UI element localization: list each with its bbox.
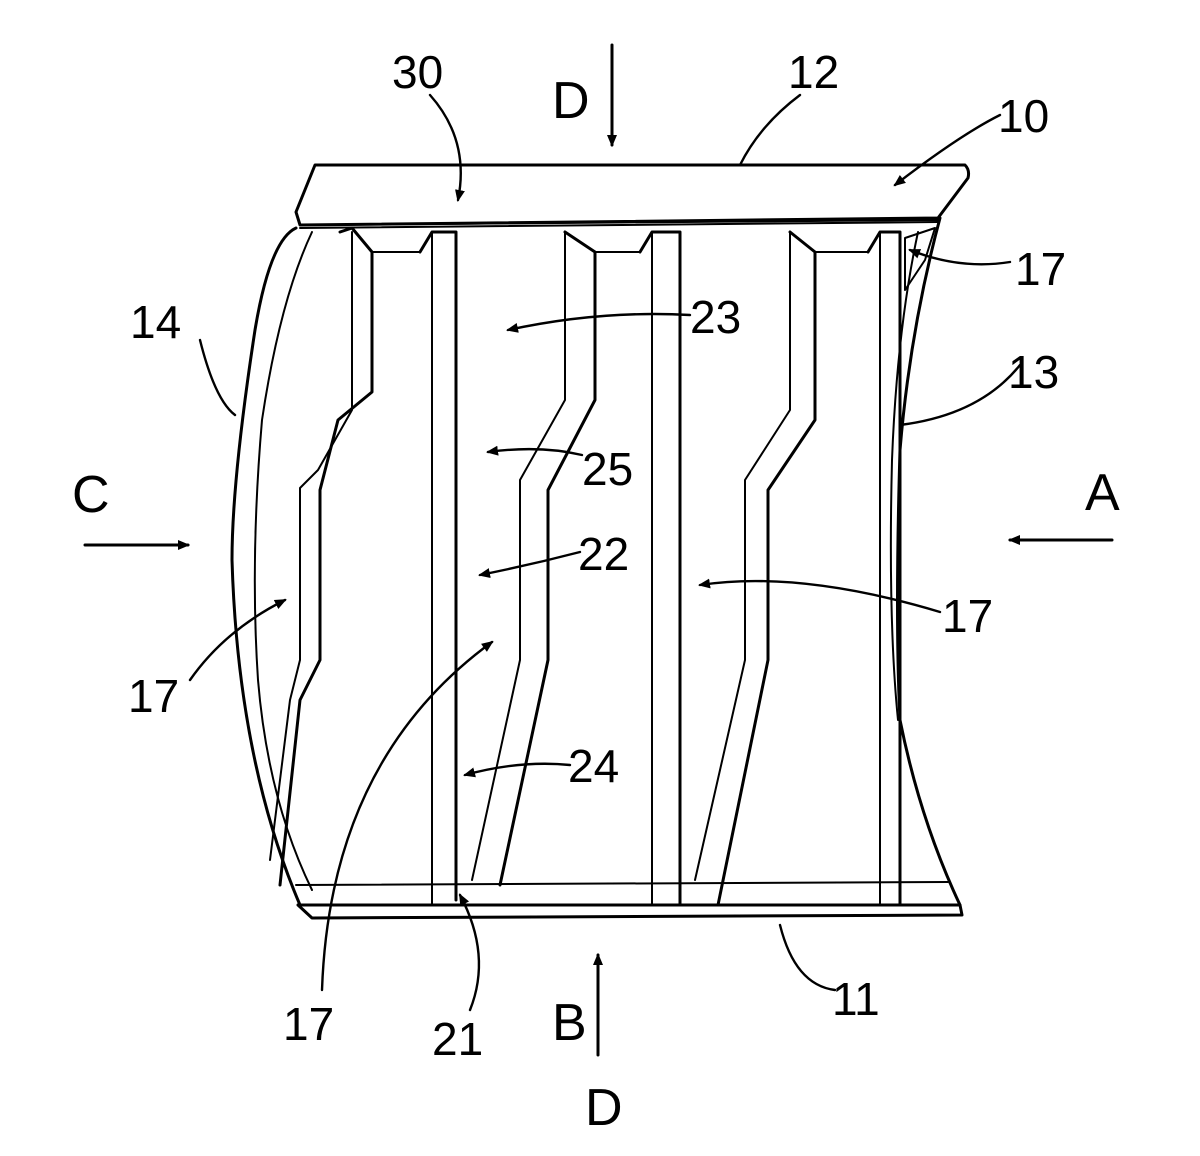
right-concave-edge-inner <box>889 231 919 721</box>
reference-labels: 30 12 10 17 14 23 13 25 22 17 17 24 17 2… <box>128 46 1066 1065</box>
label-12: 12 <box>788 46 839 98</box>
leader-22 <box>478 550 582 578</box>
rib-2 <box>418 230 458 902</box>
label-22: 22 <box>578 528 629 580</box>
leader-25 <box>486 445 584 457</box>
view-letter-a: A <box>1085 464 1120 522</box>
label-17-left: 17 <box>128 670 179 722</box>
leader-10 <box>893 113 1002 187</box>
leader-17-bottom <box>320 640 494 992</box>
view-letter-d-top: D <box>552 72 590 130</box>
right-concave-edge <box>896 216 962 907</box>
rib-6 <box>866 230 902 907</box>
leader-12 <box>738 93 802 167</box>
leader-17-left <box>188 598 287 682</box>
leader-30 <box>428 93 465 202</box>
label-25: 25 <box>582 443 633 495</box>
label-17-right: 17 <box>942 590 993 642</box>
rib-3-top <box>564 231 596 253</box>
right-corner-facet <box>904 227 936 291</box>
rib-1 <box>278 226 374 887</box>
leader-17-top-right <box>908 248 1012 266</box>
leader-23 <box>506 312 692 333</box>
rib-1-face <box>269 231 353 861</box>
leader-24 <box>463 762 572 778</box>
rib-3-face <box>471 231 566 881</box>
leader-lines <box>188 93 1022 1012</box>
body-top-line <box>299 221 939 229</box>
label-21: 21 <box>432 1013 483 1065</box>
label-13: 13 <box>1008 346 1059 398</box>
ribs <box>269 226 902 907</box>
label-10: 10 <box>998 90 1049 142</box>
leader-17-right <box>698 578 942 614</box>
left-curved-edge <box>230 226 302 907</box>
view-arrows <box>83 43 1114 1057</box>
label-17-bottom: 17 <box>283 998 334 1050</box>
bottom-flange-top-edge <box>295 881 949 886</box>
leader-14 <box>198 338 237 417</box>
leader-13 <box>898 363 1022 427</box>
label-24: 24 <box>568 740 619 792</box>
label-17-top-right: 17 <box>1015 243 1066 295</box>
left-curved-edge-inner <box>253 231 313 891</box>
label-14: 14 <box>130 296 181 348</box>
leader-21 <box>458 893 481 1012</box>
label-23: 23 <box>690 291 741 343</box>
view-letter-d-bottom: D <box>585 1079 623 1137</box>
view-letter-c: C <box>72 466 110 524</box>
view-letters: D C A B D <box>72 72 1120 1137</box>
leader-11 <box>778 923 837 992</box>
rib-4 <box>638 230 682 907</box>
component-body <box>230 163 971 920</box>
bottom-flange <box>296 903 964 920</box>
label-11: 11 <box>832 973 880 1025</box>
rib-5 <box>716 230 817 907</box>
rib-5-face <box>694 231 791 881</box>
top-flange <box>294 163 971 227</box>
view-letter-b: B <box>552 994 587 1052</box>
top-flange-inner-edge <box>299 219 939 226</box>
label-30: 30 <box>392 46 443 98</box>
